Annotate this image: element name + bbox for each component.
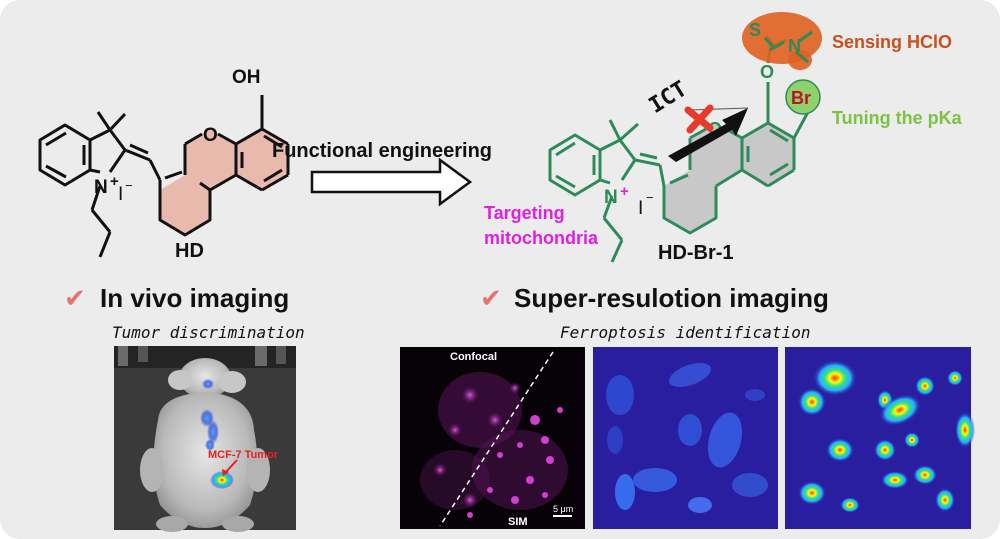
hd-plus-charge: + xyxy=(110,173,119,190)
check-mark-icon: ✔ xyxy=(64,283,86,313)
hdbr-phenolic-oxygen-label: O xyxy=(760,62,774,82)
mitochondria-heatmap xyxy=(785,347,975,529)
targeting-label-line2: mitochondria xyxy=(484,228,599,248)
bromine-highlight xyxy=(785,79,821,115)
hdbr-iodide-label: I xyxy=(638,198,643,219)
carbamate-bonds xyxy=(763,30,813,64)
mouse-image xyxy=(114,346,296,532)
targeting-label-line1: Targeting xyxy=(484,203,565,223)
red-cross-icon xyxy=(684,104,714,134)
mitochondria-intensity-map xyxy=(593,347,778,529)
hd-iodide-label: I xyxy=(118,184,123,205)
tumor-discrimination-subtitle: Tumor discrimination xyxy=(112,323,305,342)
hd-molecule xyxy=(38,95,290,258)
confocal-label: Confocal xyxy=(450,351,497,363)
hd-br-1-molecule xyxy=(548,30,813,263)
mcf7-tumor-label: MCF-7 Tumor xyxy=(208,449,279,461)
ict-arrow xyxy=(668,107,749,162)
ferroptosis-identification-subtitle: Ferroptosis identification xyxy=(560,323,810,342)
hd-ring-oxygen-label: O xyxy=(203,125,218,146)
hdbr-iodide-charge: − xyxy=(646,190,654,205)
sim-label: SIM xyxy=(508,516,528,528)
hd-nitrogen-label: N xyxy=(94,177,108,198)
hd-iodide-charge: − xyxy=(125,178,133,193)
hd-name: HD xyxy=(175,240,204,262)
block-arrow-icon xyxy=(310,157,473,207)
in-vivo-imaging-title: In vivo imaging xyxy=(100,283,289,313)
check-mark-icon: ✔ xyxy=(480,283,502,313)
hdbr-plus-charge: + xyxy=(620,183,629,200)
scale-bar-label: 5 μm xyxy=(553,504,573,514)
hdbr-carbamate-nitrogen-label: N xyxy=(788,36,801,56)
tuning-pka-label: Tuning the pKa xyxy=(832,108,963,128)
confocal-sim-micrograph xyxy=(400,347,585,529)
hdbr-name: HD-Br-1 xyxy=(658,242,734,264)
hdbr-sulfur-label: S xyxy=(749,20,761,40)
functional-engineering-label: Functional engineering xyxy=(272,140,492,162)
sensing-hclo-label: Sensing HClO xyxy=(832,32,952,52)
hd-oh-label: OH xyxy=(232,67,261,88)
hdbr-bromine-label: Br xyxy=(791,88,811,108)
sensing-probe-blob-tail xyxy=(788,50,812,70)
hdbr-nitrogen-label: N xyxy=(604,187,618,208)
super-resolution-imaging-title: Super-resulotion imaging xyxy=(514,283,829,313)
